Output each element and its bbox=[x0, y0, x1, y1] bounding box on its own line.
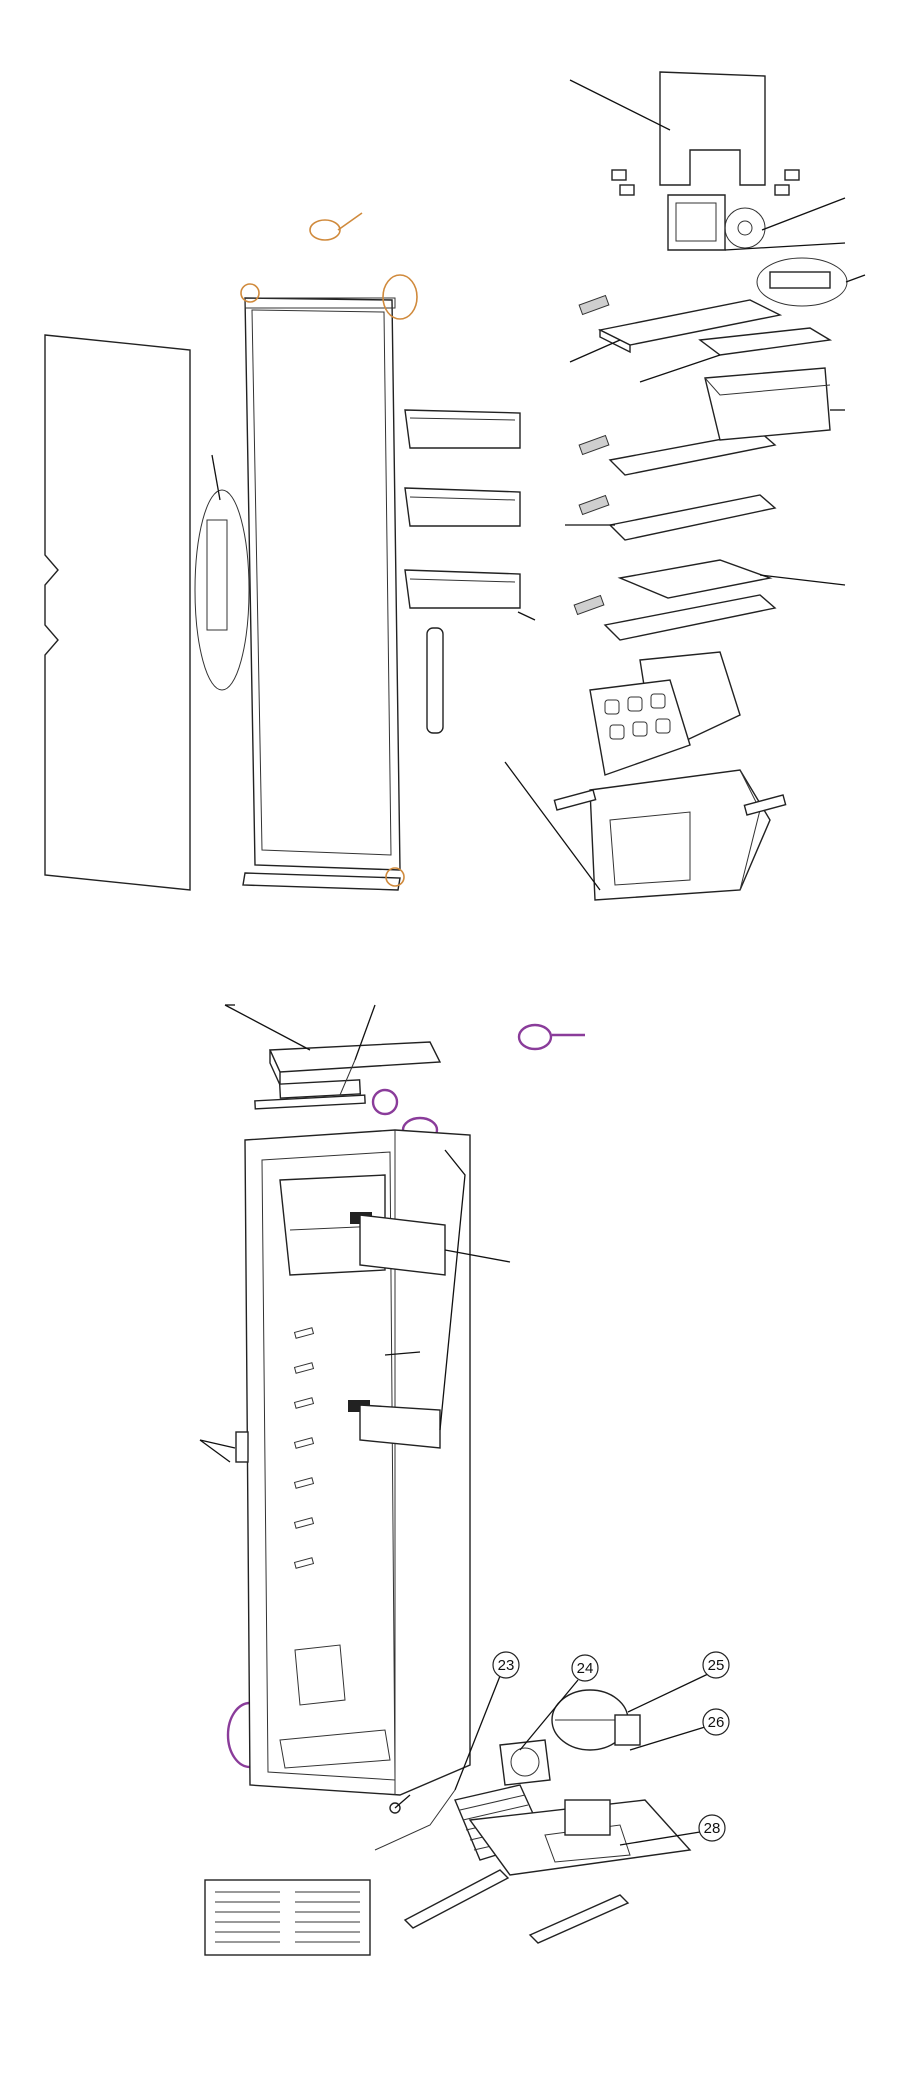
door-liner-inner bbox=[251, 309, 392, 856]
leader-hinge-1 bbox=[199, 1439, 236, 1449]
callout-25: 25 bbox=[702, 1651, 730, 1679]
evaporator-plate-upper bbox=[359, 1214, 446, 1276]
door-shelf-1 bbox=[404, 409, 521, 449]
divider-holes bbox=[604, 693, 671, 740]
basket-rail-right bbox=[743, 794, 787, 816]
outer-door-panel bbox=[44, 334, 191, 891]
crisper-drawer bbox=[704, 367, 831, 441]
orange-legend-marker bbox=[309, 219, 341, 241]
svg-text:23: 23 bbox=[498, 1657, 515, 1674]
leader-28 bbox=[619, 1831, 701, 1846]
shelf-clips bbox=[573, 294, 610, 616]
cabinet-rails bbox=[293, 1327, 315, 1569]
drain-pan bbox=[564, 1799, 611, 1836]
leader-panel-1 bbox=[224, 1004, 311, 1051]
glass-panel bbox=[617, 559, 773, 599]
purple-legend-marker bbox=[517, 1023, 553, 1051]
freezer-divider-front bbox=[589, 679, 691, 776]
leader-panel-2 bbox=[354, 1004, 376, 1061]
leader-fan bbox=[761, 197, 846, 231]
leader-hinge-2 bbox=[199, 1439, 231, 1463]
shelf-2 bbox=[608, 431, 777, 476]
svg-text:24: 24 bbox=[577, 1660, 594, 1677]
leader-top-cover bbox=[569, 79, 671, 131]
door-shelf-2 bbox=[404, 487, 521, 527]
callout-26: 26 bbox=[702, 1708, 730, 1736]
leader-24 bbox=[519, 1679, 579, 1751]
condenser-fan bbox=[499, 1739, 551, 1786]
crisper-cover bbox=[698, 327, 833, 356]
leader-25 bbox=[627, 1673, 709, 1713]
top-control-panel bbox=[268, 1041, 442, 1073]
leader-basket bbox=[504, 761, 601, 891]
callout-24: 24 bbox=[571, 1654, 599, 1682]
leader-handle bbox=[211, 454, 221, 501]
purple-highlight-1 bbox=[371, 1088, 399, 1116]
door-shelves bbox=[404, 409, 536, 621]
orange-highlight-top-left bbox=[240, 283, 260, 303]
leader-shelf-1 bbox=[569, 339, 621, 363]
side-hinge bbox=[235, 1431, 249, 1463]
shelf-4 bbox=[603, 594, 777, 641]
leader-23 bbox=[454, 1675, 501, 1791]
fridge-shelves bbox=[565, 299, 783, 641]
door-liner-frame bbox=[244, 297, 401, 871]
shelf-3 bbox=[608, 494, 777, 541]
orange-legend-line bbox=[337, 212, 363, 231]
leader-crisper-cover bbox=[639, 354, 721, 383]
door-top-gasket bbox=[244, 297, 396, 309]
top-cover bbox=[659, 71, 766, 186]
callout-23: 23 bbox=[492, 1651, 520, 1679]
grille-slats bbox=[215, 1891, 360, 1943]
front-grille bbox=[204, 1879, 371, 1956]
basket-rail-left bbox=[553, 789, 597, 811]
base-rail-right bbox=[528, 1894, 630, 1944]
handle-detail-oval bbox=[194, 489, 250, 691]
handle-detail-grip bbox=[206, 519, 228, 631]
compressor-relay bbox=[614, 1714, 641, 1746]
svg-text:26: 26 bbox=[708, 1714, 725, 1731]
callout-28: 28 bbox=[698, 1814, 726, 1842]
top-clips bbox=[611, 169, 800, 196]
leader-fan-base bbox=[724, 242, 846, 251]
leader-evaporator bbox=[439, 1149, 466, 1431]
door-shelf-3 bbox=[404, 569, 521, 609]
door-bottom-gasket bbox=[242, 872, 401, 891]
leader-glass-panel bbox=[759, 574, 846, 586]
leader-26 bbox=[629, 1726, 706, 1751]
top-assembly bbox=[44, 71, 866, 901]
svg-text:25: 25 bbox=[708, 1657, 725, 1674]
svg-text:28: 28 bbox=[704, 1820, 721, 1837]
display-strip bbox=[254, 1094, 366, 1110]
orange-highlight-top-right bbox=[382, 274, 418, 320]
wire-harness bbox=[374, 1789, 456, 1851]
bottom-assembly: 23 24 25 26 28 bbox=[199, 1004, 730, 1956]
evaporator-plate-lower bbox=[359, 1404, 441, 1449]
base-rail-left bbox=[403, 1869, 510, 1929]
exterior-handle bbox=[426, 627, 444, 734]
fan-icon bbox=[724, 207, 766, 249]
orange-highlight-bottom-right bbox=[385, 867, 405, 887]
